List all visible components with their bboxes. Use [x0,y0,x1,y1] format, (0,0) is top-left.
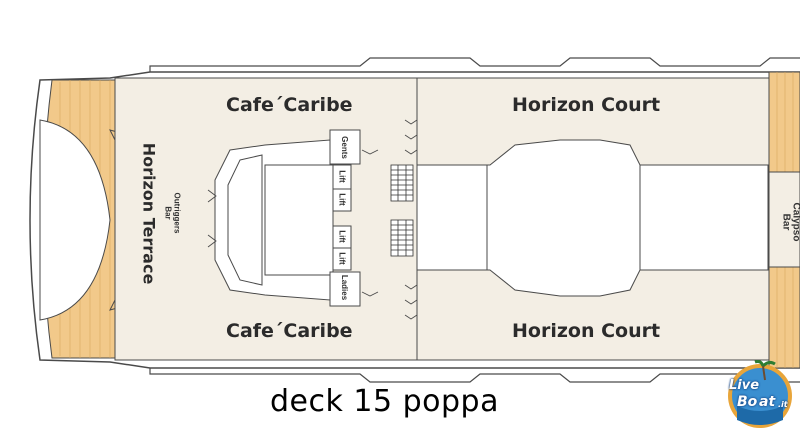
gents-room [329,129,361,165]
partition-marks [207,119,418,320]
logo-text-live: Live [729,378,760,393]
calypso-bar-line2: Bar [780,213,792,231]
lift-label-1: Lift [337,170,347,183]
lift-4 [332,247,352,271]
deck-caption: deck 15 poppa [270,384,499,419]
logo-text-bo: Bo [737,394,758,410]
stairs-bottom [390,219,414,257]
calypso-bar-label: Calypso Bar [780,203,800,242]
outriggers-bar-line1: Outriggers [172,192,182,234]
outriggers-bar-label: Outriggers Bar [163,193,181,234]
lift-2 [332,188,352,212]
logo-badge-icon [728,360,792,428]
outriggers-bar-line2: Bar [163,206,173,220]
ladies-label: Ladies [340,274,350,301]
hull-bottom-bumps [149,368,800,383]
calypso-bar-counter [768,171,800,268]
cafe-caribe-bottom-label: Cafe´Caribe [226,320,353,342]
logo-text-suffix: .it [778,400,788,409]
liveboat-logo: Live Bo at .it [723,358,797,432]
stern-well [39,119,111,321]
cafe-caribe-top-label: Cafe´Caribe [226,94,353,116]
ladies-room [329,271,361,307]
calypso-bar-line1: Calypso [790,202,800,242]
hull-top-bumps [149,57,800,72]
lift-label-3: Lift [337,230,347,243]
horizon-court-top-label: Horizon Court [512,94,661,116]
logo-text-at: at [759,394,776,410]
gents-label: Gents [339,136,349,159]
horizon-terrace-label: Horizon Terrace [139,142,159,285]
lift-label-2: Lift [337,193,347,206]
horizon-court-bottom-label: Horizon Court [512,320,661,342]
stairs-top [390,164,414,202]
lift-label-4: Lift [337,252,347,265]
